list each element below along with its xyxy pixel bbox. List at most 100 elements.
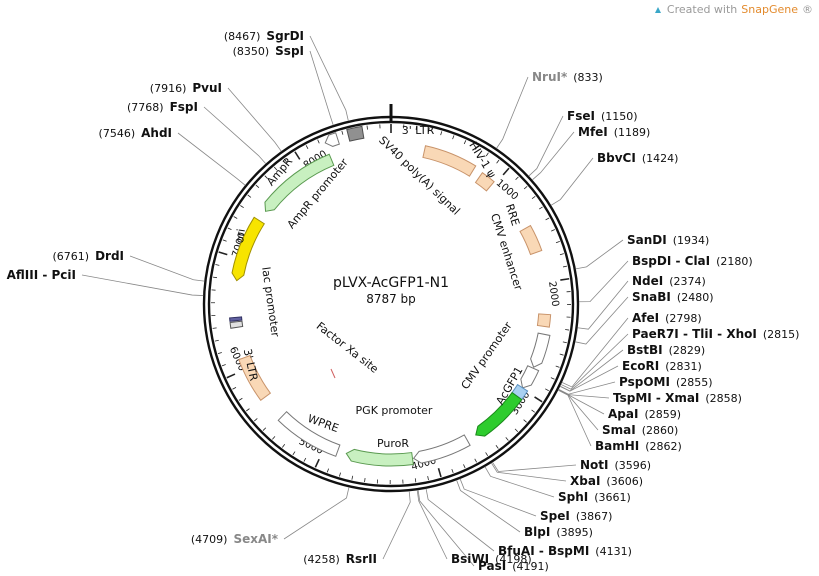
restriction-site[interactable]: SanDI(1934) <box>627 233 709 247</box>
feature-label: lac promoter <box>259 266 282 338</box>
site-name: PasI <box>478 559 506 573</box>
minor-tick <box>247 194 252 198</box>
restriction-site[interactable]: DrdI(6761) <box>52 249 124 263</box>
minor-tick <box>485 152 489 157</box>
feature-label: ori <box>233 228 248 244</box>
restriction-sites: SgrDI(8467)SspI(8350) PvuI(7916) FspI(7768… <box>0 29 799 573</box>
site-name: AhdI <box>141 126 172 140</box>
restriction-site[interactable]: BbvCI(1424) <box>597 151 678 165</box>
restriction-site[interactable]: ApaI(2859) <box>608 407 681 421</box>
feature-hiv-1- <box>474 171 495 192</box>
restriction-site[interactable]: RsrII(4258) <box>303 552 377 566</box>
restriction-site[interactable]: SmaI(2860) <box>602 423 678 437</box>
minor-tick <box>451 469 454 474</box>
restriction-site[interactable]: BfuAI - BspMI(4131) <box>498 544 632 558</box>
restriction-site[interactable]: NruI*(833) <box>532 70 603 84</box>
restriction-site[interactable]: PaeR7I - TliI - XhoI(2815) <box>632 327 799 341</box>
minor-tick <box>538 206 543 210</box>
minor-tick <box>217 352 222 354</box>
minor-tick <box>415 125 418 130</box>
site-position: (1934) <box>673 234 710 247</box>
minor-tick <box>262 427 267 431</box>
restriction-site[interactable]: EcoRI(2831) <box>622 359 702 373</box>
feature-puror <box>345 448 414 467</box>
restriction-site[interactable]: SexAI*(4709) <box>191 532 279 546</box>
restriction-site[interactable]: SpeI(3867) <box>540 509 612 523</box>
minor-tick <box>292 451 296 456</box>
major-tick <box>218 251 228 256</box>
major-tick <box>502 167 510 176</box>
minor-tick <box>485 452 489 457</box>
restriction-site[interactable]: FspI(7768) <box>127 100 198 114</box>
restriction-site[interactable]: FseI(1150) <box>567 109 638 123</box>
feature-cmv-promoter <box>520 365 540 389</box>
site-name: EcoRI <box>622 359 659 373</box>
minor-tick <box>427 476 429 481</box>
feature-sv40-poly-a-signal <box>346 125 365 142</box>
restriction-site[interactable]: AflIII - PciI(6653) <box>0 268 76 282</box>
restriction-site[interactable]: BlpI(3895) <box>524 525 593 539</box>
restriction-site[interactable]: XbaI(3606) <box>570 474 643 488</box>
restriction-site[interactable]: MfeI(1189) <box>578 125 650 139</box>
restriction-site[interactable]: AfeI(2798) <box>632 311 702 325</box>
restriction-site[interactable]: NdeI (2374) <box>632 274 706 288</box>
restriction-site[interactable]: PspOMI (2855) <box>619 375 713 389</box>
site-leader-line <box>416 490 448 560</box>
feature-pgk-promoter <box>412 434 471 464</box>
restriction-site[interactable]: BstBI(2829) <box>627 343 705 357</box>
feature-lac-operator <box>229 320 244 329</box>
minor-tick <box>414 478 417 483</box>
minor-tick <box>264 175 268 179</box>
restriction-site[interactable]: TspMI - XmaI(2858) <box>613 391 742 405</box>
site-name: PspOMI <box>619 375 670 389</box>
site-position: (2798) <box>665 312 702 325</box>
feature-ampr-promoter <box>324 132 340 147</box>
site-leader-line <box>417 489 475 567</box>
minor-tick <box>565 329 570 331</box>
site-leader-line <box>561 317 629 388</box>
restriction-site[interactable]: PvuI(7916) <box>150 81 222 95</box>
site-position: (4258) <box>303 553 340 566</box>
feature-3-ltr <box>422 145 477 177</box>
restriction-site[interactable]: AhdI(7546) <box>99 126 172 140</box>
restriction-site[interactable]: SspI(8350) <box>233 44 304 58</box>
site-position: (4198) <box>495 553 532 566</box>
site-position: (7768) <box>127 101 164 114</box>
plasmid-size: 8787 bp <box>366 292 416 306</box>
site-leader-line <box>492 462 577 472</box>
backbone-circle <box>202 104 580 493</box>
site-leader-line <box>129 255 205 282</box>
minor-tick <box>255 184 260 188</box>
feature-label: PuroR <box>377 437 409 450</box>
site-leader-line <box>81 274 204 296</box>
site-position: (2855) <box>676 376 713 389</box>
feature-label: PGK promoter <box>356 404 433 417</box>
site-position: (2374) <box>669 275 706 288</box>
site-name: NdeI <box>632 274 663 288</box>
minor-tick <box>531 196 536 200</box>
minor-tick <box>495 445 499 449</box>
major-tick <box>437 468 442 478</box>
site-name: NruI* <box>532 70 568 84</box>
minor-tick <box>550 377 555 380</box>
restriction-site[interactable]: BsiWI(4198) <box>451 552 532 566</box>
minor-tick <box>212 276 218 279</box>
site-leader-line <box>532 131 575 181</box>
site-name: AflIII - PciI <box>7 268 76 282</box>
feature-lac-promoter <box>229 316 243 322</box>
site-name: FseI <box>567 109 595 123</box>
site-leader-line <box>203 106 267 165</box>
major-tick <box>226 373 236 379</box>
restriction-site[interactable]: BamHI(2862) <box>595 439 682 453</box>
restriction-site[interactable]: NotI(3596) <box>580 458 651 472</box>
site-leader-line <box>558 381 616 395</box>
minor-tick <box>232 387 237 390</box>
restriction-site[interactable]: SphI(3661) <box>558 490 631 504</box>
feature-rre <box>519 224 543 256</box>
restriction-site[interactable]: SgrDI(8467) <box>224 29 304 43</box>
restriction-site[interactable]: PasI(4191) <box>478 559 549 573</box>
site-name: SnaBI <box>632 290 671 304</box>
restriction-site[interactable]: SnaBI(2480) <box>632 290 713 304</box>
restriction-site[interactable]: BspDI - ClaI(2180) <box>632 254 753 268</box>
minor-tick <box>284 158 288 163</box>
